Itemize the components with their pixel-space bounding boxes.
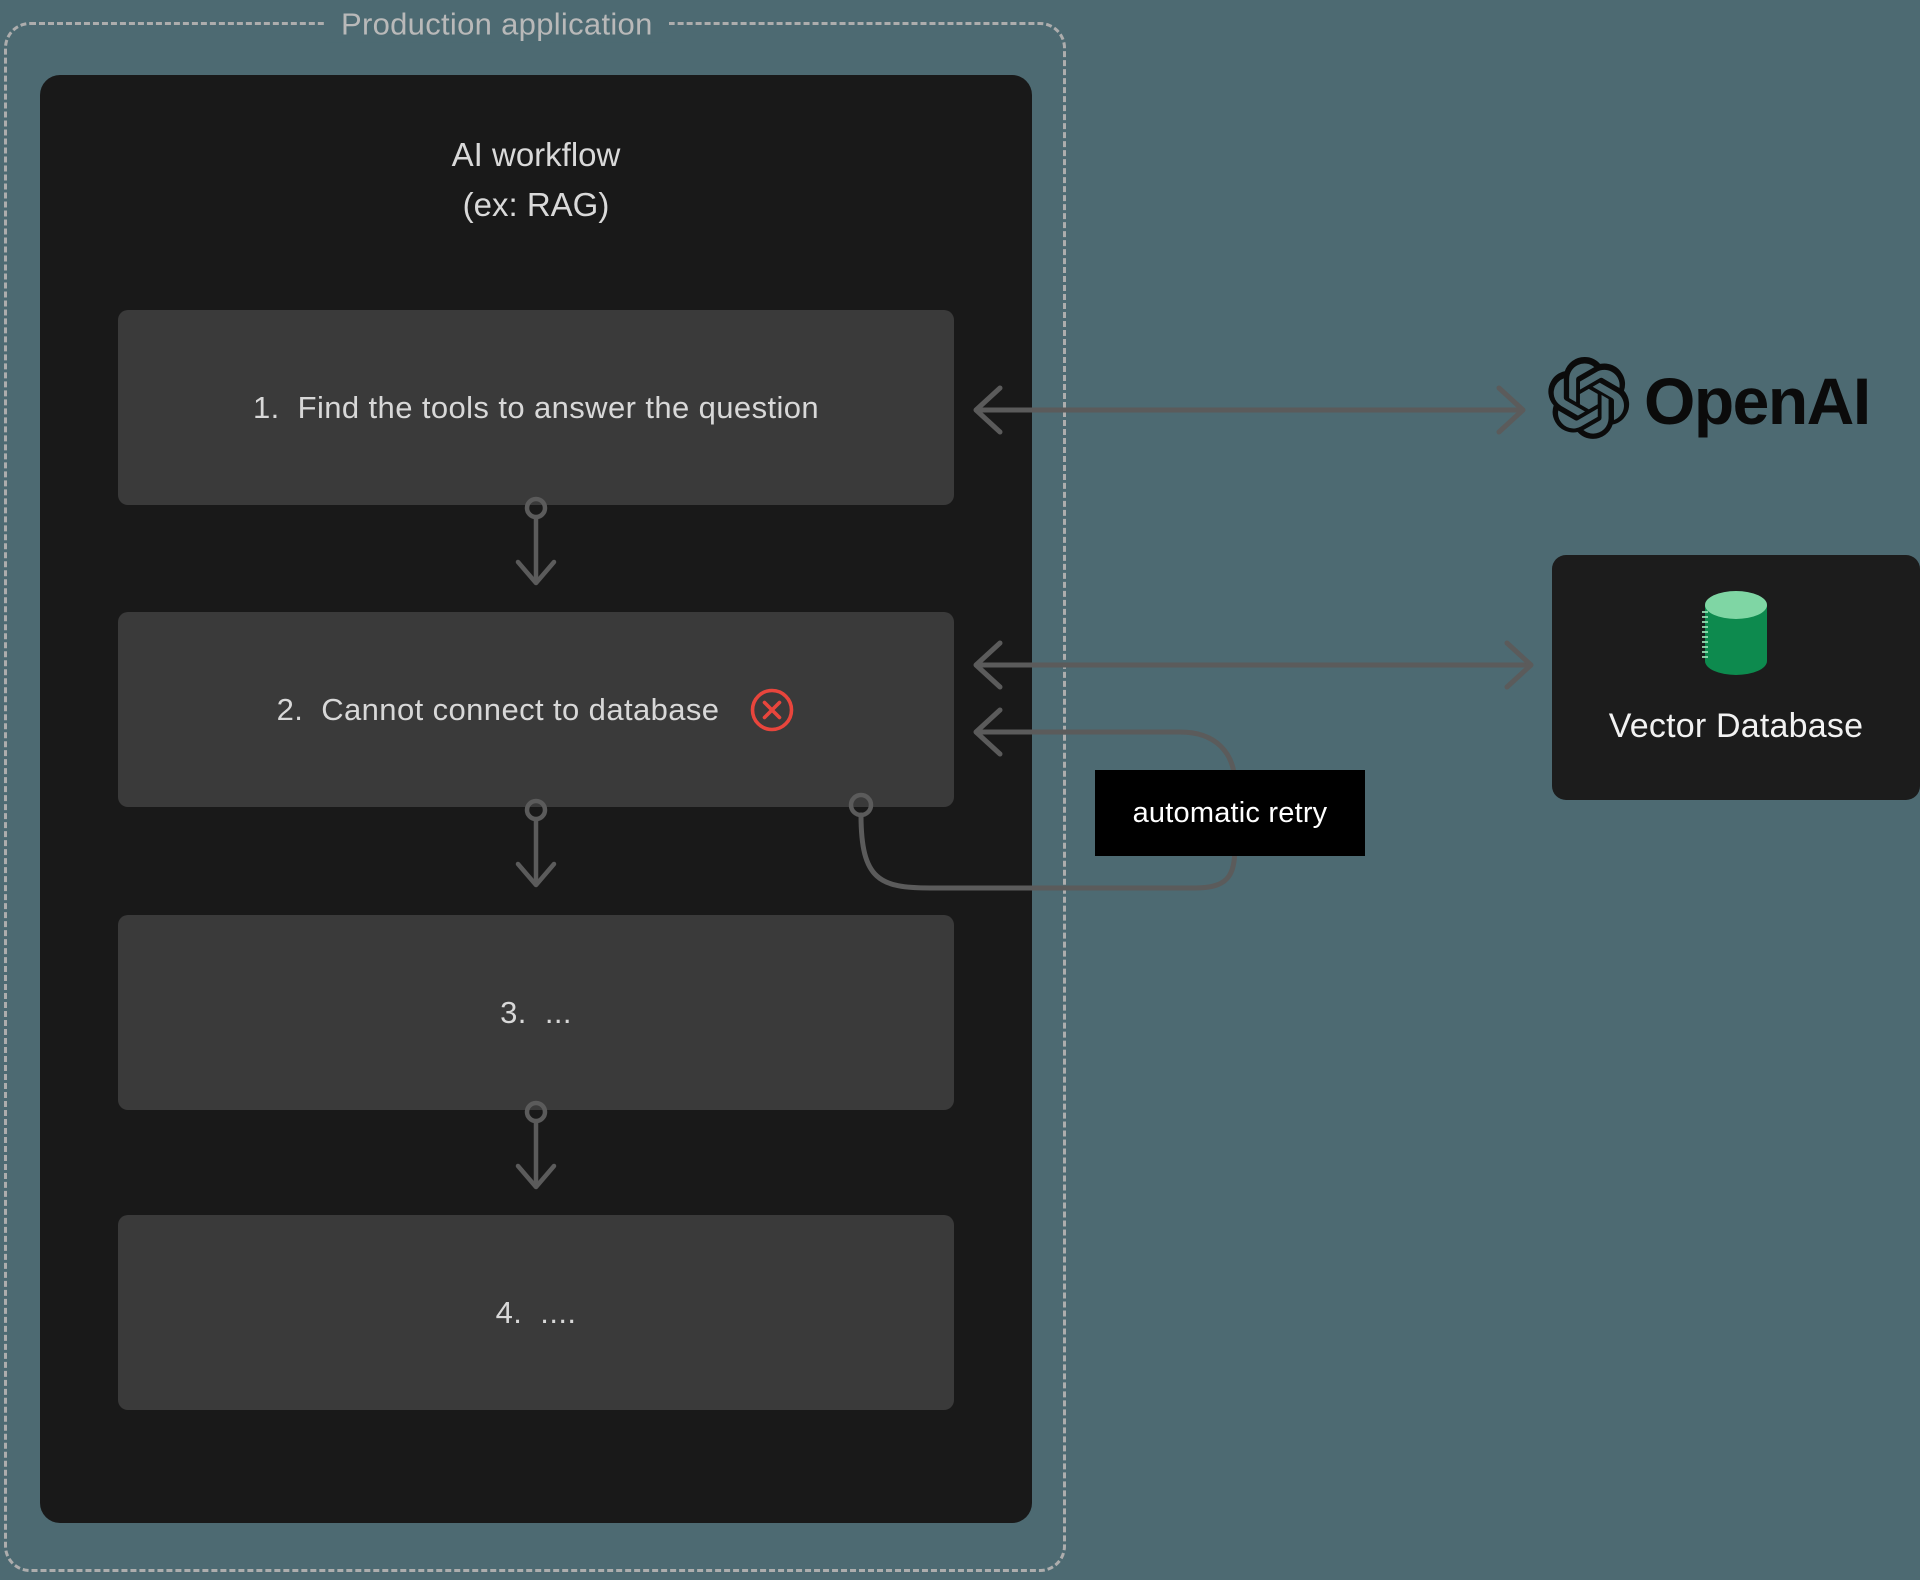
error-circle-x-icon [749, 687, 795, 733]
workflow-step-2-label: 2. Cannot connect to database [276, 691, 720, 727]
ai-workflow-panel: AI workflow (ex: RAG) 1. Find the tools … [40, 75, 1032, 1523]
workflow-step-1-label: 1. Find the tools to answer the question [252, 389, 820, 425]
automatic-retry-label: automatic retry [1095, 770, 1365, 856]
ai-workflow-title: AI workflow (ex: RAG) [451, 136, 621, 223]
workflow-step-4-label: 4. .... [495, 1294, 577, 1330]
automatic-retry-text: automatic retry [1132, 796, 1328, 829]
production-application-label: Production application [325, 6, 669, 43]
vector-database-label: Vector Database [1608, 707, 1864, 745]
workflow-step-4[interactable]: 4. .... [118, 1215, 954, 1410]
openai-wordmark: OpenAI [1644, 363, 1871, 438]
workflow-step-1[interactable]: 1. Find the tools to answer the question [118, 310, 954, 505]
openai-service[interactable]: OpenAI [1548, 357, 1871, 444]
workflow-step-3-label: 3. ... [500, 994, 572, 1030]
database-cylinder-icon [1701, 587, 1771, 684]
workflow-step-3[interactable]: 3. ... [118, 915, 954, 1110]
workflow-step-2[interactable]: 2. Cannot connect to database [118, 612, 954, 807]
openai-blossom-icon [1548, 357, 1630, 444]
vector-database-service[interactable]: Vector Database [1552, 555, 1920, 800]
